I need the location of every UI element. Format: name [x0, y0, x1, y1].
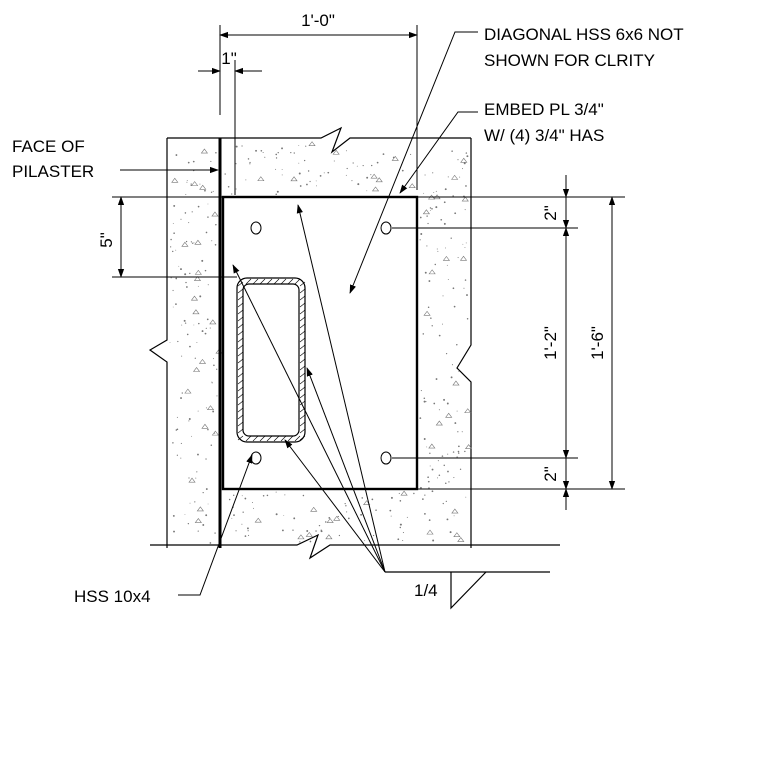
- dim-plate-width-label: 1'-0": [301, 11, 335, 30]
- leader-face-of-pilaster: FACE OF PILASTER: [12, 137, 219, 181]
- dimension-edge-offset: 1": [198, 49, 262, 195]
- note-face-line2: PILASTER: [12, 162, 94, 181]
- anchor-hole-top-right: [380, 221, 392, 235]
- weld-symbol: 1/4: [232, 204, 550, 610]
- anchor-hole-top-left: [250, 221, 262, 235]
- dim-plate-height-label: 1'-6": [588, 326, 607, 360]
- note-hss-10x4: HSS 10x4: [74, 587, 151, 606]
- note-diagonal-hss-line2: SHOWN FOR CLRITY: [484, 51, 655, 70]
- leader-diagonal-hss: DIAGONAL HSS 6x6 NOT SHOWN FOR CLRITY: [349, 25, 684, 294]
- dimension-right-chain: 2" 1'-2" 2" 1'-6": [392, 175, 625, 510]
- dimension-plate-width: 1'-0": [219, 11, 418, 190]
- note-face-line1: FACE OF: [12, 137, 85, 156]
- weld-size-label: 1/4: [414, 581, 438, 600]
- dim-edge-offset-label: 1": [221, 49, 237, 68]
- hss-10x4-section: [236, 277, 306, 443]
- dim-anchor-spacing-label: 1'-2": [541, 326, 560, 360]
- leader-embed-plate: EMBED PL 3/4" W/ (4) 3/4" HAS: [399, 100, 604, 194]
- hss-wall-hatch: [237, 278, 306, 442]
- leader-hss-10x4: HSS 10x4: [74, 454, 253, 606]
- dim-top-offset-label: 5": [97, 232, 116, 248]
- dim-bottom-edge-label: 2": [541, 466, 560, 482]
- dimension-top-offset: 5": [97, 196, 237, 278]
- note-embed-line2: W/ (4) 3/4" HAS: [484, 126, 604, 145]
- note-embed-line1: EMBED PL 3/4": [484, 100, 604, 119]
- dim-top-edge-label: 2": [541, 205, 560, 221]
- concrete-stipple: [169, 141, 473, 544]
- note-diagonal-hss-line1: DIAGONAL HSS 6x6 NOT: [484, 25, 684, 44]
- embed-plate: [221, 195, 419, 491]
- pilaster-concrete: [148, 126, 560, 560]
- anchor-hole-bottom-right: [380, 451, 392, 465]
